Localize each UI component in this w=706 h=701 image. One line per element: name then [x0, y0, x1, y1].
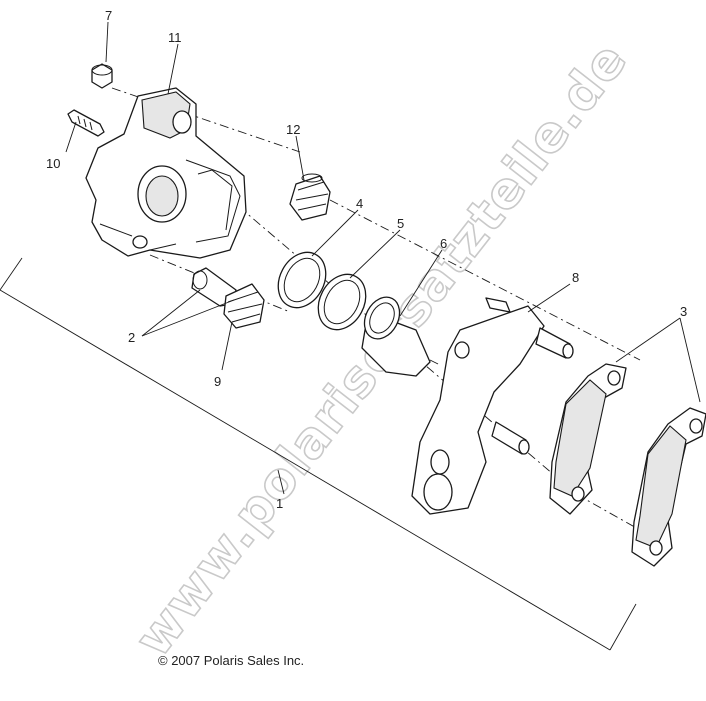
callout-12: 12: [286, 122, 300, 137]
copyright-text: © 2007 Polaris Sales Inc.: [158, 653, 304, 668]
part-11-caliper-body: [85, 87, 247, 259]
part-8-bracket: [411, 297, 574, 515]
leader-lines: [65, 21, 701, 495]
part-6-piston: [361, 296, 431, 377]
part-4-seal-ring: [277, 251, 327, 309]
assembly-bracket: [0, 257, 637, 651]
part-12-boot: [289, 173, 331, 221]
part-7-bleeder-cap: [91, 63, 113, 89]
callout-8: 8: [572, 270, 579, 285]
callout-9: 9: [214, 374, 221, 389]
part-9-boot: [223, 283, 265, 329]
callout-1: 1: [276, 496, 283, 511]
callout-6: 6: [440, 236, 447, 251]
part-3-brake-pad-inner: [549, 363, 627, 515]
callout-7: 7: [105, 8, 112, 23]
part-10-bleeder-screw: [67, 109, 105, 137]
callout-3: 3: [680, 304, 687, 319]
callout-2: 2: [128, 330, 135, 345]
part-3-brake-pad-outer: [631, 407, 706, 567]
callout-5: 5: [397, 216, 404, 231]
callout-4: 4: [356, 196, 363, 211]
part-5-seal-ring: [317, 273, 367, 331]
callouts: 7 11 10 12 4 5 6 8 3 2 9 1: [46, 8, 687, 511]
callout-11: 11: [168, 30, 182, 45]
callout-10: 10: [46, 156, 60, 171]
